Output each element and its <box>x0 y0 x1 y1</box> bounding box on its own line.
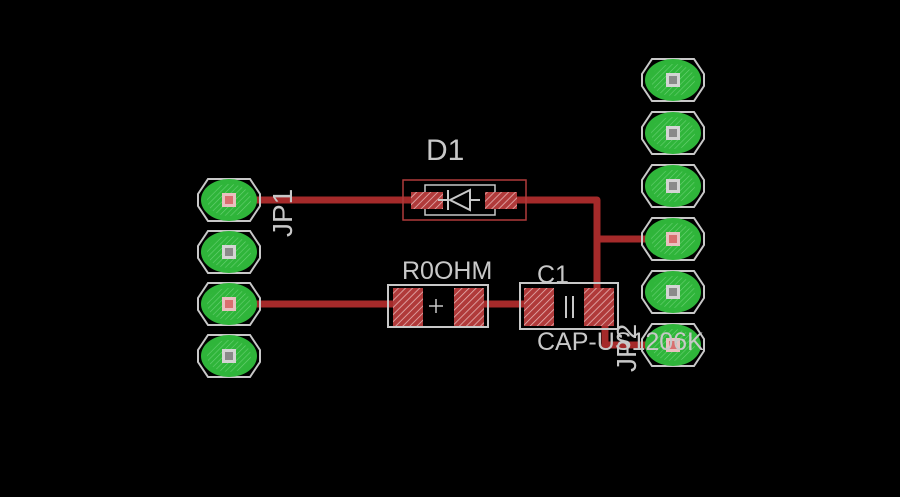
jp1-pin-3[interactable] <box>197 282 261 326</box>
jp1-designator-label: JP1 <box>267 189 298 237</box>
jp2-pin-2[interactable] <box>641 111 705 155</box>
d1-pad-cathode[interactable] <box>485 192 517 209</box>
c1-pad-2[interactable] <box>584 288 614 326</box>
r1-pad-2[interactable] <box>454 288 484 326</box>
jp2-designator-label: JP2 <box>611 324 642 372</box>
r1-pad-1[interactable] <box>393 288 423 326</box>
jp2-pin-5[interactable] <box>641 270 705 314</box>
trace-d1-to-jp2[interactable] <box>491 196 677 243</box>
diode-symbol-icon <box>438 188 480 212</box>
c1-body-outline <box>519 282 619 330</box>
jp1-pin-1[interactable] <box>197 178 261 222</box>
c1-designator-label: C1 <box>537 261 569 289</box>
jp2-pin-4[interactable] <box>641 217 705 261</box>
d1-pad-anode[interactable] <box>411 192 443 209</box>
jp2-pin-1[interactable] <box>641 58 705 102</box>
c1-value-label: CAP-US1206K <box>537 328 704 356</box>
jp2-pin-3[interactable] <box>641 164 705 208</box>
jp1-pin-4[interactable] <box>197 334 261 378</box>
d1-designator-label: D1 <box>426 134 464 167</box>
diode-d1[interactable]: D1 <box>402 134 527 221</box>
r1-body-outline <box>387 284 489 328</box>
c1-pad-1[interactable] <box>524 288 554 326</box>
header-jp1[interactable]: JP1 <box>197 178 298 378</box>
capacitor-c1[interactable]: C1 CAP-US1206K <box>519 261 704 356</box>
resistor-r0ohm[interactable]: R0OHM <box>387 257 492 328</box>
r1-value-label: R0OHM <box>402 257 492 285</box>
header-jp2[interactable]: JP2 <box>611 58 705 372</box>
jp2-pin-6[interactable] <box>641 323 705 367</box>
d1-courtyard-outline <box>402 179 527 221</box>
jp1-pin-2[interactable] <box>197 230 261 274</box>
